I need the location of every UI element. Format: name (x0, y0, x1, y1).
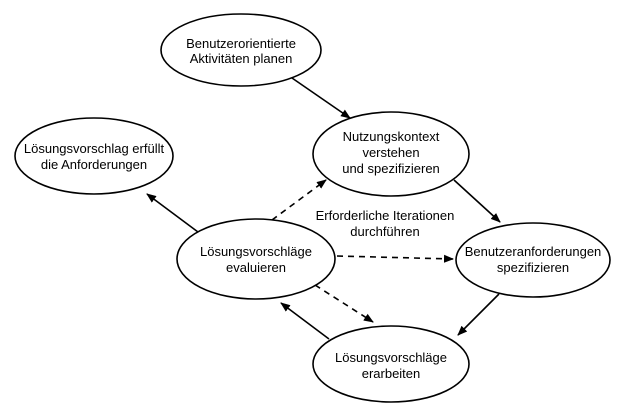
node-solutions-line-2: erarbeiten (362, 366, 421, 381)
node-fulfilled-line-1: Lösungsvorschlag erfüllt (24, 141, 165, 156)
node-evaluate-line-2: evaluieren (226, 260, 286, 275)
node-user-requirements: Benutzeranforderungen spezifizieren (455, 222, 611, 298)
node-plan-line-2: Aktivitäten planen (190, 51, 293, 66)
annotation-line-1: Erforderliche Iterationen (316, 208, 455, 223)
arrow-evaluate-to-requirements (336, 254, 454, 263)
arrow-solutions-to-evaluate (280, 302, 330, 340)
node-requirements-line-1: Benutzeranforderungen (465, 244, 602, 259)
node-produce-solutions: Lösungsvorschläge erarbeiten (312, 325, 470, 403)
arrow-context-to-requirements (453, 179, 501, 223)
node-evaluate-solutions: Lösungsvorschläge evaluieren (176, 218, 336, 300)
arrow-evaluate-to-fulfilled (146, 193, 199, 233)
iteration-annotation: Erforderliche Iterationen durchführen (316, 208, 455, 239)
arrow-requirements-to-solutions (457, 293, 500, 336)
node-context-line-3: und spezifizieren (342, 161, 440, 176)
node-solutions-line-1: Lösungsvorschläge (335, 350, 447, 365)
edges (146, 77, 501, 340)
node-context-of-use: Nutzungskontext verstehen und spezifizie… (312, 111, 470, 197)
annotation-line-2: durchführen (350, 224, 419, 239)
node-evaluate-line-1: Lösungsvorschläge (200, 244, 312, 259)
arrow-evaluate-to-context (271, 179, 327, 221)
node-requirements-line-2: spezifizieren (497, 260, 569, 275)
node-requirements-fulfilled: Lösungsvorschlag erfüllt die Anforderung… (14, 117, 174, 195)
node-plan-activities: Benutzerorientierte Aktivitäten planen (160, 13, 322, 87)
node-context-line-1: Nutzungskontext (343, 129, 440, 144)
node-context-line-2: verstehen (362, 145, 419, 160)
arrow-evaluate-to-solutions (314, 284, 374, 323)
arrow-plan-to-context (291, 77, 351, 119)
node-fulfilled-line-2: die Anforderungen (41, 157, 147, 172)
node-plan-line-1: Benutzerorientierte (186, 36, 296, 51)
